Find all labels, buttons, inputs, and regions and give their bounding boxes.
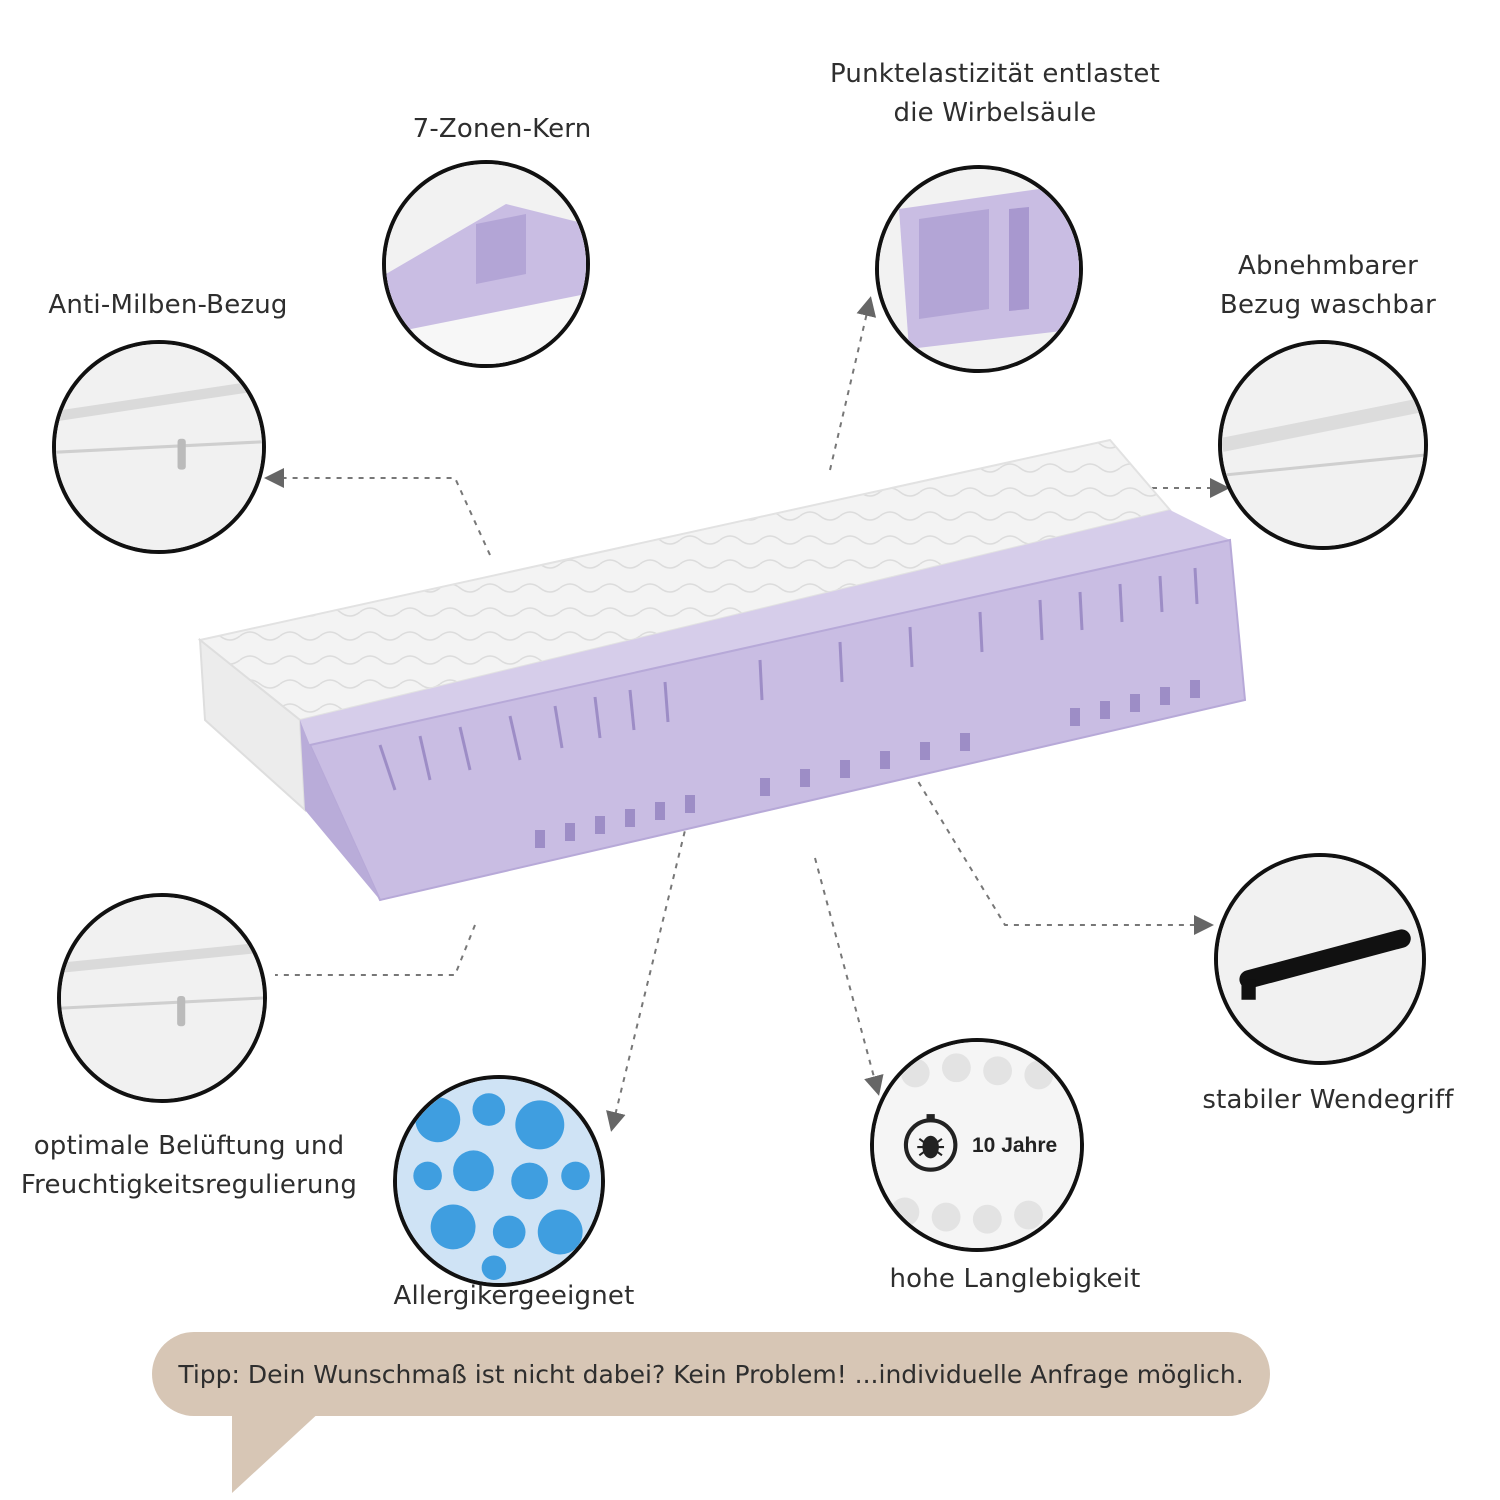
allergy-circle xyxy=(393,1075,605,1287)
point-elasticity-line1: Punktelastizität entlastet xyxy=(830,59,1160,89)
point-elasticity-circle xyxy=(875,165,1083,373)
ventilation-line2: Freuchtigkeitsregulierung xyxy=(20,1170,358,1200)
zipper-cover-image xyxy=(56,344,262,550)
mattress xyxy=(197,438,1247,902)
removable-line2: Bezug waschbar xyxy=(1219,290,1437,320)
removable-line1: Abnehmbarer xyxy=(1237,251,1418,281)
point-elasticity-label: Punktelastizität entlastet die Wirbelsäu… xyxy=(810,55,1180,133)
point-elasticity-line2: die Wirbelsäule xyxy=(893,98,1097,128)
foam-cells-image xyxy=(874,1042,1080,1248)
handle-strap-image xyxy=(1218,857,1422,1061)
anti-mite-cover-circle xyxy=(52,340,266,554)
durability-label: hohe Langlebigkeit xyxy=(889,1264,1141,1294)
zones-label: 7-Zonen-Kern xyxy=(412,114,592,144)
handle-label: stabiler Wendegriff xyxy=(1202,1085,1454,1115)
mite-timer-icon xyxy=(903,1114,958,1172)
years-badge: 10 Jahre xyxy=(972,1134,1058,1157)
removable-cover-label: Abnehmbarer Bezug waschbar xyxy=(1190,247,1466,325)
ventilation-circle xyxy=(57,893,267,1103)
allergy-label: Allergikergeeignet xyxy=(393,1281,635,1311)
foam-block-image xyxy=(879,169,1079,369)
removable-cover-circle xyxy=(1218,340,1428,550)
bubbles-image xyxy=(397,1079,601,1283)
zipper-ventilation-image xyxy=(61,897,263,1099)
foam-zones-image xyxy=(386,164,586,364)
cover-edge-image xyxy=(1222,344,1424,546)
ventilation-label: optimale Belüftung und Freuchtigkeitsreg… xyxy=(8,1127,370,1205)
zone-core-circle xyxy=(382,160,590,368)
tip-text: Tipp: Dein Wunschmaß ist nicht dabei? Ke… xyxy=(178,1359,1244,1389)
tip-bubble: Tipp: Dein Wunschmaß ist nicht dabei? Ke… xyxy=(152,1332,1270,1416)
handle-circle xyxy=(1214,853,1426,1065)
durability-circle: 10 Jahre xyxy=(870,1038,1084,1252)
anti-mite-label: Anti-Milben-Bezug xyxy=(48,290,288,320)
lower-slots xyxy=(535,680,1200,848)
ventilation-line1: optimale Belüftung und xyxy=(33,1131,345,1161)
zone-grooves xyxy=(378,567,1199,791)
